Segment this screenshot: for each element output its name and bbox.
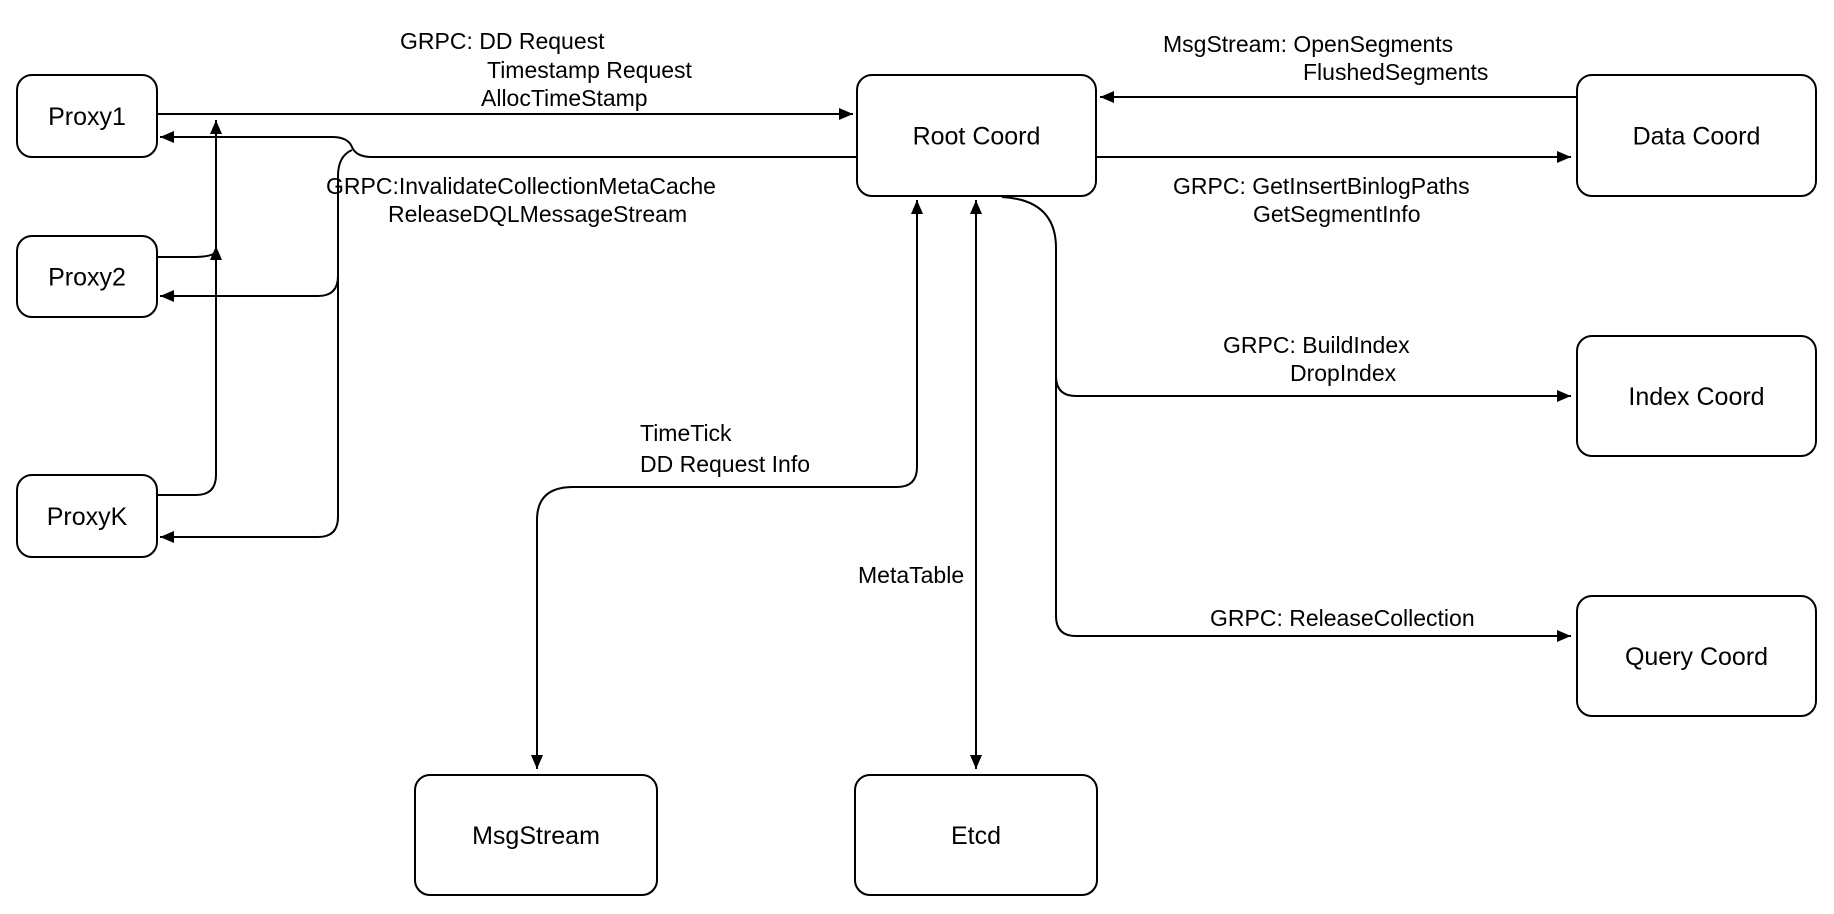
edges-layer	[157, 91, 1577, 769]
edge-return-trunk-to-proxyk	[160, 149, 353, 543]
node-proxy1: Proxy1	[16, 74, 158, 158]
edge-rootcoord-to-indexcoord	[1001, 196, 1571, 402]
node-etcd: Etcd	[854, 774, 1098, 896]
label-msgstream-opensegments: FlushedSegments	[1303, 59, 1488, 85]
node-msgstream-label: MsgStream	[472, 822, 600, 850]
node-proxy2-label: Proxy2	[48, 264, 126, 292]
node-root-coord-label: Root Coord	[913, 123, 1041, 151]
edge-proxyk-merge-up	[157, 120, 222, 496]
label-timetick: TimeTick	[640, 420, 732, 446]
label-grpc-dd-request: Timestamp Request	[487, 57, 693, 83]
node-proxyk: ProxyK	[16, 474, 158, 558]
node-index-coord: Index Coord	[1576, 335, 1817, 457]
node-index-coord-label: Index Coord	[1628, 383, 1764, 411]
label-grpc-dd-request: AllocTimeStamp	[481, 85, 648, 111]
node-proxy1-label: Proxy1	[48, 103, 126, 131]
node-query-coord-box	[1576, 595, 1817, 717]
node-msgstream: MsgStream	[414, 774, 658, 896]
node-query-coord-label: Query Coord	[1625, 643, 1768, 671]
node-proxyk-label: ProxyK	[47, 503, 128, 531]
label-msgstream-opensegments: MsgStream: OpenSegments	[1163, 31, 1453, 57]
node-etcd-box	[854, 774, 1098, 896]
label-grpc-buildindex: GRPC: BuildIndex	[1223, 332, 1410, 358]
node-proxy2: Proxy2	[16, 235, 158, 318]
label-grpc-invalidate: GRPC:InvalidateCollectionMetaCache	[326, 173, 716, 199]
node-proxy2-box	[16, 235, 158, 318]
node-proxy1-box	[16, 74, 158, 158]
edge-rootcoord-to-proxy1	[160, 131, 857, 158]
edge-proxy2-merge-up	[157, 246, 222, 260]
edge-return-branch-to-proxy2	[160, 275, 339, 302]
node-data-coord-box	[1576, 74, 1817, 197]
label-grpc-dd-request: GRPC: DD Request	[400, 28, 605, 54]
node-root-coord-box	[856, 74, 1097, 197]
label-metatable: MetaTable	[858, 562, 964, 588]
node-query-coord: Query Coord	[1576, 595, 1817, 717]
label-grpc-invalidate: ReleaseDQLMessageStream	[388, 201, 687, 227]
label-timetick: DD Request Info	[640, 451, 810, 477]
node-msgstream-box	[414, 774, 658, 896]
node-etcd-label: Etcd	[951, 822, 1001, 850]
node-data-coord-label: Data Coord	[1633, 123, 1761, 151]
node-proxyk-box	[16, 474, 158, 558]
node-root-coord: Root Coord	[856, 74, 1097, 197]
label-grpc-releasecollection: GRPC: ReleaseCollection	[1210, 605, 1475, 631]
label-grpc-getinsertbinlogpaths: GRPC: GetInsertBinlogPaths	[1173, 173, 1470, 199]
edge-rootcoord-msgstream	[531, 200, 923, 769]
label-grpc-buildindex: DropIndex	[1290, 360, 1397, 386]
edge-rootcoord-to-querycoord	[1055, 370, 1571, 642]
label-grpc-getinsertbinlogpaths: GetSegmentInfo	[1253, 201, 1421, 227]
node-data-coord: Data Coord	[1576, 74, 1817, 197]
node-index-coord-box	[1576, 335, 1817, 457]
